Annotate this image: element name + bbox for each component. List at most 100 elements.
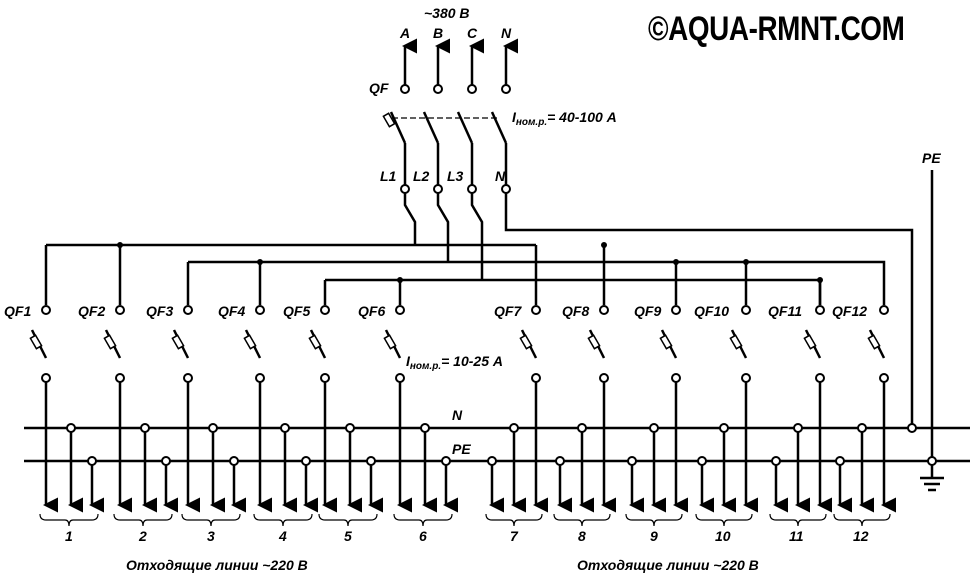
n-tap-terminal <box>208 423 218 433</box>
n-tap-terminal <box>577 423 587 433</box>
group-breaker-top-terminal <box>395 305 405 315</box>
group-breaker-top-terminal <box>41 305 51 315</box>
line-group-4: 4 <box>253 513 313 544</box>
group-breaker-top-terminal <box>531 305 541 315</box>
line-group-brace <box>485 513 543 527</box>
line-group-12: 12 <box>833 513 891 544</box>
main-breaker-bottom-terminal <box>400 184 410 194</box>
group-breaker-bottom-terminal <box>879 373 889 383</box>
pe-tap-terminal <box>555 456 565 466</box>
group-breaker-label: QF2 <box>78 303 105 319</box>
breaker-output-label-l3: L3 <box>447 168 464 184</box>
main-breaker-label: QF <box>369 80 389 96</box>
n-tap-terminal <box>857 423 867 433</box>
group-breaker-trip-element <box>587 334 601 350</box>
main-breaker-contact <box>490 111 508 144</box>
line-group-brace <box>253 513 313 527</box>
main-breaker-contact <box>456 111 474 144</box>
phase-label-c: C <box>467 25 478 41</box>
group-breaker-bottom-terminal <box>41 373 51 383</box>
n-tap-terminal <box>719 423 729 433</box>
group-breaker-trip-element <box>729 334 743 350</box>
wire-l1 <box>403 192 417 245</box>
group-breaker-qf7: QF7 <box>494 303 548 513</box>
group-breaker-trip-element <box>519 334 533 350</box>
group-breaker-bottom-terminal <box>395 373 405 383</box>
pe-tap-terminal <box>301 456 311 466</box>
n-tap-terminal <box>649 423 659 433</box>
main-breaker-rating: Iном.р.= 40-100 A <box>512 109 617 128</box>
l3-rail-right <box>482 278 822 305</box>
group-breaker-top-terminal <box>255 305 265 315</box>
group-breaker-qf5: QF5 <box>283 303 337 513</box>
pe-tap-terminal <box>229 456 239 466</box>
phase-label-n: N <box>501 25 512 41</box>
pe-bus-label: PE <box>452 441 471 457</box>
group-breaker-bottom-terminal <box>671 373 681 383</box>
line-group-7: 7 <box>485 513 543 544</box>
line-group-brace <box>318 513 378 527</box>
line-group-brace <box>769 513 827 527</box>
group-breaker-bottom-terminal <box>115 373 125 383</box>
main-breaker-top-terminal <box>433 84 443 94</box>
junction-dot <box>257 259 263 265</box>
group-breaker-label: QF4 <box>218 303 245 319</box>
line-number-8: 8 <box>578 528 586 544</box>
line-group-brace <box>553 513 611 527</box>
junction-dot <box>673 259 679 265</box>
n-tap-terminal <box>280 423 290 433</box>
wire-l3 <box>470 192 484 280</box>
group-breaker-trip-element <box>383 334 397 350</box>
line-number-3: 3 <box>207 528 215 544</box>
wire-l2 <box>436 192 450 262</box>
main-breaker-bottom-terminal <box>501 184 511 194</box>
group-breaker-qf3: QF3 <box>146 303 200 513</box>
group-breaker-qf10: QF10 <box>694 303 758 513</box>
group-breaker-label: QF9 <box>634 303 661 319</box>
group-breaker-top-terminal <box>183 305 193 315</box>
breaker-output-label-l1: L1 <box>380 168 397 184</box>
pe-tap-terminal <box>441 456 451 466</box>
pe-feed-terminal <box>927 456 937 466</box>
group-breaker-trip-element <box>803 334 817 350</box>
group-breaker-bottom-terminal <box>183 373 193 383</box>
main-breaker-trip-element <box>382 112 396 128</box>
line-number-10: 10 <box>715 528 731 544</box>
outgoing-caption-right: Отходящие линии ~220 В <box>577 557 759 573</box>
pe-tap-terminal <box>627 456 637 466</box>
line-group-brace <box>393 513 453 527</box>
group-breaker-label: QF10 <box>694 303 729 319</box>
main-breaker-top-terminal <box>501 84 511 94</box>
line-group-brace <box>625 513 683 527</box>
n-tap-terminal <box>66 423 76 433</box>
group-breaker-trip-element <box>867 334 881 350</box>
group-breaker-label: QF7 <box>494 303 522 319</box>
line-number-11: 11 <box>789 528 804 544</box>
line-group-10: 10 <box>695 513 753 544</box>
main-breaker-bottom-terminal <box>433 184 443 194</box>
line-group-brace <box>113 513 173 527</box>
group-breaker-top-terminal <box>741 305 751 315</box>
group-breaker-rating: Iном.р.= 10-25 A <box>406 353 503 372</box>
group-breaker-top-terminal <box>671 305 681 315</box>
line-group-brace <box>39 513 99 527</box>
supply-voltage-label: ~380 В <box>424 5 470 21</box>
line-number-1: 1 <box>65 528 73 544</box>
line-group-brace <box>181 513 241 527</box>
junction-dot <box>817 277 823 283</box>
junction-dot <box>117 242 123 248</box>
group-breaker-label: QF8 <box>562 303 589 319</box>
wire-n <box>504 192 914 428</box>
line-number-6: 6 <box>419 528 427 544</box>
line-group-9: 9 <box>625 513 683 544</box>
group-breaker-qf11: QF11 <box>768 303 832 513</box>
pe-tap-terminal <box>87 456 97 466</box>
line-group-3: 3 <box>181 513 241 544</box>
group-breaker-top-terminal <box>879 305 889 315</box>
l2-rail-right <box>448 260 886 305</box>
pe-tap-terminal <box>697 456 707 466</box>
outgoing-caption-left: Отходящие линии ~220 В <box>126 557 308 573</box>
group-breaker-label: QF6 <box>358 303 385 319</box>
group-breaker-trip-element <box>29 334 43 350</box>
